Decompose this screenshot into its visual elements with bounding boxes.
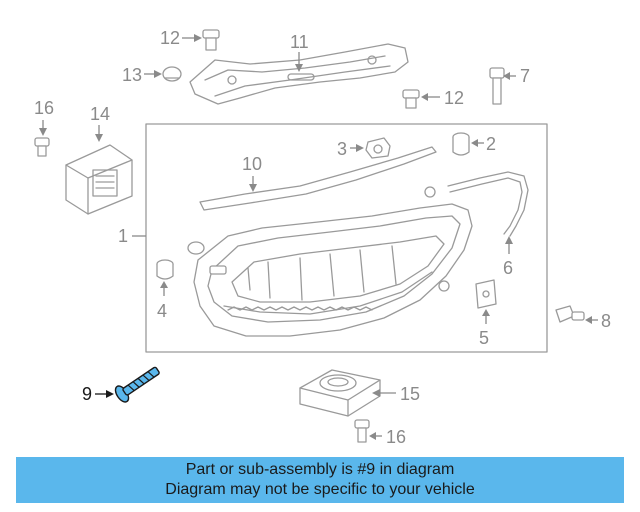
callout-4: 4 bbox=[157, 281, 168, 321]
part-16-screw-bottom[interactable] bbox=[354, 419, 370, 443]
svg-text:16: 16 bbox=[34, 98, 54, 118]
svg-text:13: 13 bbox=[122, 65, 142, 85]
part-12-screw-top[interactable] bbox=[202, 29, 220, 51]
part-8-bolt[interactable] bbox=[555, 305, 585, 323]
svg-text:10: 10 bbox=[242, 154, 262, 174]
callout-3: 3 bbox=[337, 139, 364, 159]
headlamp-assembly-frame bbox=[145, 123, 548, 353]
part-3-adjuster[interactable] bbox=[365, 137, 391, 159]
part-9-screw-highlighted[interactable] bbox=[113, 362, 163, 404]
part-7-bolt[interactable] bbox=[489, 67, 505, 105]
svg-text:2: 2 bbox=[486, 134, 496, 154]
info-banner: Part or sub-assembly is #9 in diagram Di… bbox=[16, 457, 624, 503]
part-15-ballast[interactable] bbox=[299, 369, 381, 417]
callout-13: 13 bbox=[122, 65, 162, 85]
callout-8: 8 bbox=[585, 311, 611, 331]
svg-text:12: 12 bbox=[160, 28, 180, 48]
svg-text:1: 1 bbox=[118, 226, 128, 246]
part-14-control-module[interactable] bbox=[65, 144, 133, 215]
callout-11: 11 bbox=[290, 32, 309, 72]
svg-text:14: 14 bbox=[90, 104, 110, 124]
svg-text:4: 4 bbox=[157, 301, 167, 321]
callout-7: 7 bbox=[503, 66, 530, 86]
part-5-plate[interactable] bbox=[475, 279, 497, 309]
callout-9: 9 bbox=[82, 384, 114, 404]
callout-1: 1 bbox=[118, 226, 146, 246]
svg-text:9: 9 bbox=[82, 384, 92, 404]
part-11-bracket[interactable] bbox=[189, 43, 409, 105]
callout-15: 15 bbox=[372, 384, 420, 404]
svg-text:16: 16 bbox=[386, 427, 406, 447]
banner-line-1: Part or sub-assembly is #9 in diagram bbox=[185, 461, 455, 478]
parts-diagram: 11 12 13 7 12 bbox=[34, 28, 611, 447]
callout-2: 2 bbox=[471, 134, 496, 154]
callout-12-right: 12 bbox=[421, 88, 464, 108]
part-10-trim-strip[interactable] bbox=[199, 146, 437, 211]
banner-line-2: Diagram may not be specific to your vehi… bbox=[165, 481, 475, 498]
callout-5: 5 bbox=[479, 309, 490, 348]
callout-6: 6 bbox=[503, 236, 513, 278]
part-12-screw-right[interactable] bbox=[402, 89, 420, 109]
part-13-clip[interactable] bbox=[162, 66, 182, 82]
callout-16-left: 16 bbox=[34, 98, 54, 136]
part-6-seal[interactable] bbox=[447, 171, 529, 237]
headlamp-housing[interactable] bbox=[187, 186, 473, 337]
part-4-grommet[interactable] bbox=[156, 259, 174, 280]
svg-text:11: 11 bbox=[290, 32, 309, 52]
svg-text:3: 3 bbox=[337, 139, 347, 159]
svg-text:8: 8 bbox=[601, 311, 611, 331]
callout-10: 10 bbox=[242, 154, 262, 192]
svg-text:7: 7 bbox=[520, 66, 530, 86]
callout-14: 14 bbox=[90, 104, 110, 142]
svg-text:5: 5 bbox=[479, 328, 489, 348]
svg-text:12: 12 bbox=[444, 88, 464, 108]
callout-12-top: 12 bbox=[160, 28, 202, 48]
svg-text:6: 6 bbox=[503, 258, 513, 278]
part-2-cap[interactable] bbox=[452, 132, 470, 156]
part-16-screw-left[interactable] bbox=[34, 137, 50, 157]
callout-16-bottom: 16 bbox=[369, 427, 406, 447]
svg-text:15: 15 bbox=[400, 384, 420, 404]
